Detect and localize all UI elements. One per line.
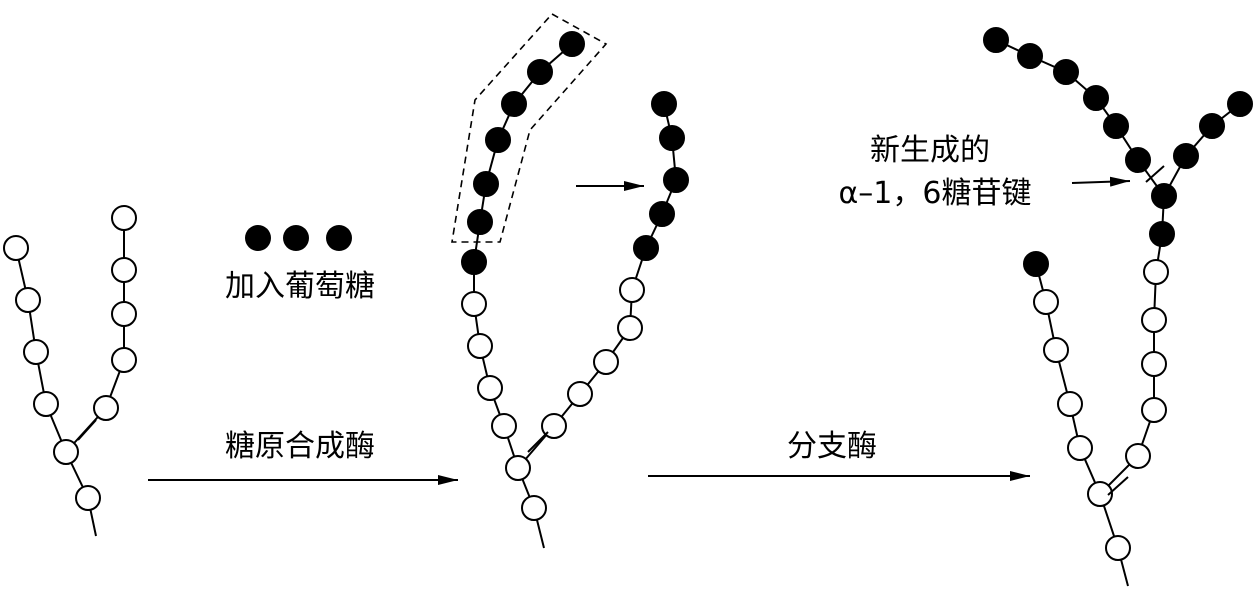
glucose-residue-open [477, 375, 503, 401]
glucose-residue-open [111, 347, 137, 373]
branch-point-tick-stage3-lower [1107, 476, 1129, 496]
glucose-residue-added [1023, 251, 1049, 277]
glucose-residue-added [1149, 221, 1175, 247]
glucose-residue-open [111, 301, 137, 327]
glucose-residue-open [593, 349, 619, 375]
glucose-residue-open [1141, 307, 1167, 333]
glucose-residue-added [1103, 113, 1129, 139]
glucose-residue-open [75, 485, 101, 511]
glucose-residue-added [1083, 85, 1109, 111]
glucose-residue-added [1125, 147, 1151, 173]
new-bond-arrow [1071, 176, 1131, 187]
glucose-residue-added [1053, 59, 1079, 85]
glucose-icon [326, 225, 352, 251]
new-bond-label-line2: α–1，6糖苷键 [839, 176, 1032, 211]
glucose-residue-open [1067, 435, 1093, 461]
glucose-residue-open [33, 391, 59, 417]
glucose-residue-open [1105, 535, 1131, 561]
glucose-residue-open [461, 291, 487, 317]
glucose-residue-added [1151, 183, 1177, 209]
glucose-residue-added [1017, 43, 1043, 69]
branching-enzyme-label: 分支酶 [787, 429, 877, 464]
glucose-residue-open [111, 205, 137, 231]
glucose-residue-open [1057, 391, 1083, 417]
glucose-residue-added [1199, 113, 1225, 139]
glucose-residue-open [1033, 289, 1059, 315]
glucose-chains [9, 33, 1251, 587]
glucose-residue-added [485, 127, 511, 153]
glucose-residues [3, 27, 1253, 561]
transferred-segment-box [451, 12, 608, 243]
glucose-residue-added [983, 27, 1009, 53]
branch-point-tick-stage3-new [1145, 165, 1165, 183]
glucose-residue-open [567, 381, 593, 407]
glucose-residue-added [659, 125, 685, 151]
glucose-residue-open [505, 455, 531, 481]
new-bond-label-line1: 新生成的 [870, 133, 990, 168]
glycogen-synthase-label: 糖原合成酶 [225, 429, 375, 464]
glucose-residue-open [1143, 259, 1169, 285]
glucose-residue-added [1173, 143, 1199, 169]
glucose-icon [245, 225, 271, 251]
glucose-residue-open [521, 495, 547, 521]
glucose-residue-added [467, 209, 493, 235]
branch-point-tick-stage2 [527, 431, 549, 453]
glucose-residue-open [1043, 337, 1069, 363]
branch-point-tick-stage1 [77, 419, 97, 441]
glucose-residue-open [1087, 481, 1113, 507]
glucose-icon [283, 225, 309, 251]
glucose-residue-added [527, 59, 553, 85]
add-glucose-label: 加入葡萄糖 [225, 269, 375, 304]
glucose-residue-added [501, 91, 527, 117]
chain-stage2-branch [517, 92, 678, 469]
glucose-residue-open [467, 333, 493, 359]
glucose-residue-open [1141, 397, 1167, 423]
glucose-residue-added [633, 235, 659, 261]
glucose-residue-added [461, 249, 487, 275]
glucose-residue-open [23, 339, 49, 365]
glucose-residue-added [663, 167, 689, 193]
glucose-residue-open [53, 439, 79, 465]
glucose-residue-open [3, 235, 29, 261]
glucose-residue-added [651, 91, 677, 117]
glucose-residue-added [559, 31, 585, 57]
glucose-residue-open [93, 395, 119, 421]
glucose-residue-open [15, 287, 41, 313]
glucose-residue-open [619, 277, 645, 303]
glucose-residue-added [649, 201, 675, 227]
glucose-residue-added [473, 171, 499, 197]
glucose-residue-added [1227, 91, 1253, 117]
added-glucose-icons [245, 225, 352, 251]
glucose-residue-open [1141, 351, 1167, 377]
glucose-residue-open [1125, 443, 1151, 469]
glucose-residue-open [491, 413, 517, 439]
glucose-residue-open [617, 315, 643, 341]
glucose-residue-open [111, 257, 137, 283]
